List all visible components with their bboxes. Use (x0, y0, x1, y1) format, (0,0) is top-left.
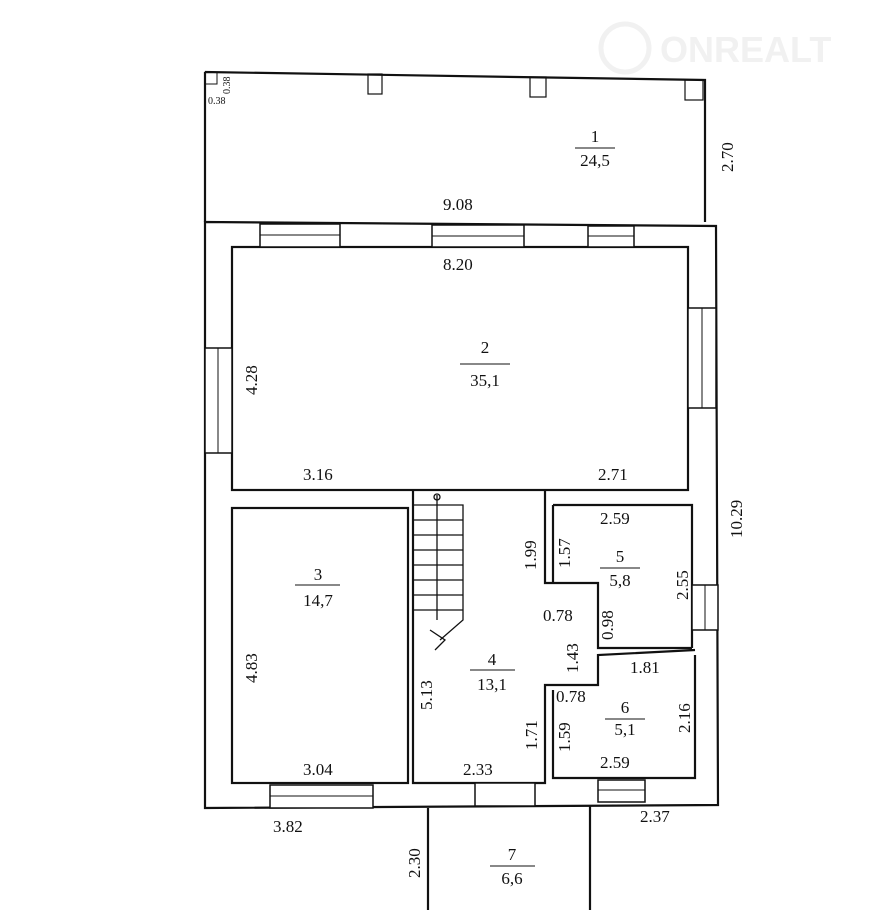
svg-text:4.28: 4.28 (242, 365, 261, 395)
svg-text:2.37: 2.37 (640, 807, 670, 826)
svg-text:5,8: 5,8 (609, 571, 630, 590)
svg-text:24,5: 24,5 (580, 151, 610, 170)
svg-text:1.81: 1.81 (630, 658, 660, 677)
svg-text:4.83: 4.83 (242, 653, 261, 683)
svg-text:6,6: 6,6 (501, 869, 522, 888)
svg-text:ONREALT: ONREALT (660, 29, 831, 70)
column (529, 76, 547, 98)
svg-text:1.57: 1.57 (555, 538, 574, 568)
svg-text:9.08: 9.08 (443, 195, 473, 214)
hall-walls (411, 490, 697, 785)
svg-text:6: 6 (621, 698, 630, 717)
svg-text:0.38: 0.38 (222, 77, 233, 95)
svg-text:5.13: 5.13 (417, 680, 436, 710)
exterior-wall (203, 220, 720, 810)
room-labels: 1 24,5 2 35,1 3 14,7 4 13,1 5 5,8 6 5,1 7 6,6 (295, 127, 645, 888)
svg-text:10.29: 10.29 (727, 500, 746, 538)
svg-text:3.82: 3.82 (273, 817, 303, 836)
svg-text:5,1: 5,1 (614, 720, 635, 739)
svg-text:8.20: 8.20 (443, 255, 473, 274)
svg-text:0.78: 0.78 (543, 606, 573, 625)
svg-text:2.33: 2.33 (463, 760, 493, 779)
svg-text:3.16: 3.16 (303, 465, 333, 484)
svg-text:1.59: 1.59 (555, 722, 574, 752)
svg-text:3.04: 3.04 (303, 760, 333, 779)
svg-text:2: 2 (481, 338, 490, 357)
porch-7-walls (426, 806, 592, 910)
room-2-walls (230, 245, 690, 492)
room-3-walls (230, 506, 410, 785)
svg-text:3: 3 (314, 565, 323, 584)
porch-wall (203, 70, 707, 222)
column (204, 71, 218, 85)
svg-text:2.71: 2.71 (598, 465, 628, 484)
windows (204, 223, 719, 809)
column (367, 73, 383, 95)
svg-text:2.55: 2.55 (673, 570, 692, 600)
svg-text:0.98: 0.98 (598, 610, 617, 640)
svg-text:2.59: 2.59 (600, 509, 630, 528)
svg-text:13,1: 13,1 (477, 675, 507, 694)
svg-text:14,7: 14,7 (303, 591, 333, 610)
svg-text:7: 7 (508, 845, 517, 864)
column (684, 79, 704, 101)
staircase (413, 493, 464, 651)
svg-text:1.99: 1.99 (521, 540, 540, 570)
dimension-labels: 0.38 0.38 2.70 9.08 8.20 4.28 3.16 2.71 … (208, 77, 746, 879)
svg-text:2.30: 2.30 (405, 848, 424, 878)
svg-text:4: 4 (488, 650, 497, 669)
svg-text:2.70: 2.70 (718, 142, 737, 172)
svg-text:1.71: 1.71 (522, 720, 541, 750)
svg-text:0.38: 0.38 (208, 96, 226, 107)
watermark-logo: ONREALT (598, 21, 831, 75)
svg-text:1: 1 (591, 127, 600, 146)
svg-text:2.59: 2.59 (600, 753, 630, 772)
svg-text:0.78: 0.78 (556, 687, 586, 706)
svg-text:2.16: 2.16 (675, 703, 694, 733)
svg-text:5: 5 (616, 547, 625, 566)
svg-text:1.43: 1.43 (563, 643, 582, 673)
svg-text:35,1: 35,1 (470, 371, 500, 390)
